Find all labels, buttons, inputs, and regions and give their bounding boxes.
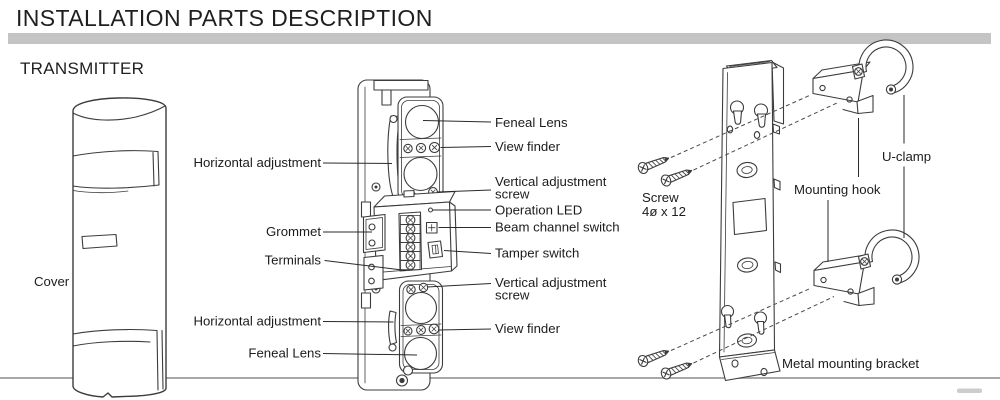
leader-lines-right	[827, 95, 905, 262]
leader-lines-center	[322, 120, 492, 356]
operation-led-shape	[427, 207, 434, 213]
labels-right-column: Feneal Lens View finder Vertical adjustm…	[495, 115, 620, 336]
tamper-switch-shape	[427, 240, 444, 259]
label-feneal-lens-bottom: Feneal Lens	[248, 346, 321, 361]
label-view-finder-top: View finder	[495, 139, 561, 154]
label-horizontal-adjustment-bottom: Horizontal adjustment	[193, 314, 321, 329]
u-clamp-bottom-shape	[857, 229, 920, 285]
label-vertical-adjustment-bottom-1: Vertical adjustment	[495, 275, 607, 290]
label-tamper-switch: Tamper switch	[495, 246, 579, 261]
cover-label: Cover	[34, 274, 70, 289]
cover-drawing: Cover	[34, 97, 167, 398]
feneal-lens-bottom-shape	[403, 336, 438, 371]
horizontal-adjustment-arm-bottom	[388, 310, 398, 346]
labels-left-column: Horizontal adjustment Grommet Terminals …	[193, 155, 321, 361]
label-terminals: Terminals	[265, 253, 322, 268]
label-metal-mounting-bracket: Metal mounting bracket	[782, 356, 919, 371]
screw-top-1	[636, 152, 672, 176]
label-beam-channel-switch: Beam channel switch	[495, 220, 620, 235]
screw-top-2	[659, 164, 695, 188]
metal-mounting-bracket-drawing	[718, 59, 785, 382]
label-feneal-lens-top: Feneal Lens	[495, 115, 568, 130]
screw-bottom-2	[659, 357, 695, 381]
label-u-clamp: U-clamp	[882, 149, 931, 164]
label-horizontal-adjustment-top: Horizontal adjustment	[193, 155, 321, 170]
terminal-screws	[400, 214, 421, 270]
grommet-shape	[362, 213, 386, 291]
label-vertical-adjustment-top-1: Vertical adjustment	[495, 174, 607, 189]
label-screw-2: 4ø x 12	[642, 204, 686, 219]
label-screw-1: Screw	[642, 190, 679, 205]
feneal-lens-top-shape	[404, 104, 440, 140]
assembly-guide-lines	[670, 94, 839, 364]
transmitter-internal-drawing	[357, 79, 458, 391]
u-clamp-top-shape	[851, 39, 914, 95]
label-operation-led: Operation LED	[495, 203, 582, 218]
label-view-finder-bottom: View finder	[495, 321, 561, 336]
label-grommet: Grommet	[266, 224, 321, 239]
mounting-screws	[636, 152, 695, 381]
page-title: INSTALLATION PARTS DESCRIPTION	[16, 5, 433, 31]
beam-channel-switch-shape	[425, 221, 438, 234]
section-title: TRANSMITTER	[20, 59, 145, 78]
page-corner-mark	[957, 388, 982, 393]
labels-mounting: Screw 4ø x 12 Mounting hook U-clamp Meta…	[642, 149, 931, 371]
label-vertical-adjustment-top-2: screw	[495, 187, 530, 202]
title-divider-bar	[8, 33, 991, 44]
label-mounting-hook: Mounting hook	[794, 182, 881, 197]
label-vertical-adjustment-bottom-2: screw	[495, 288, 530, 303]
screw-bottom-1	[636, 345, 672, 369]
